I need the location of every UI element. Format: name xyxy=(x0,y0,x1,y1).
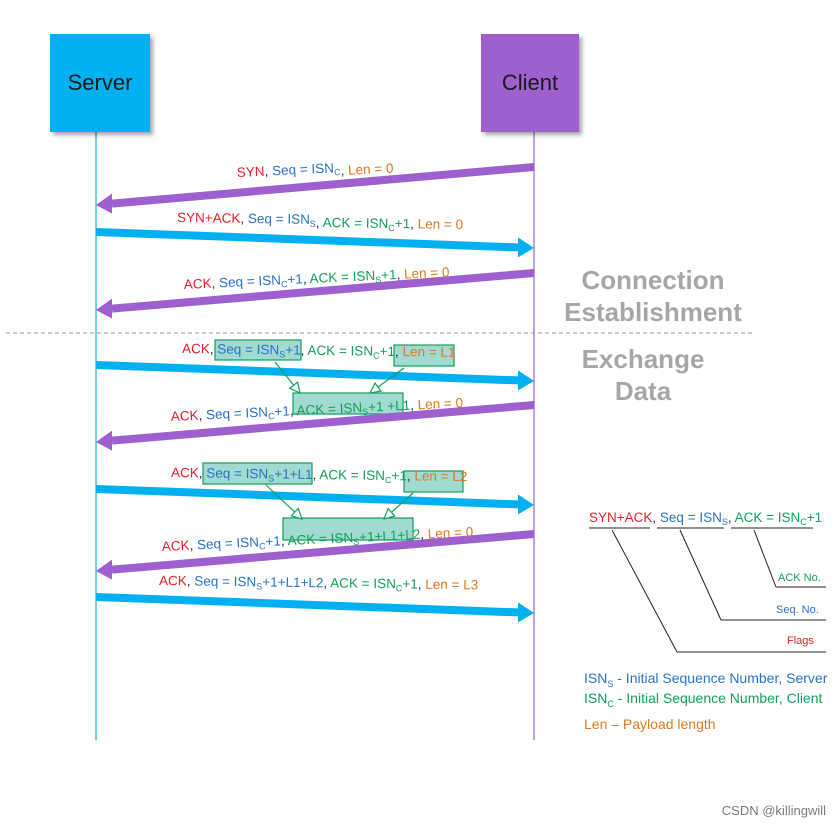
watermark: CSDN @killingwill xyxy=(721,803,826,818)
section-connection-line1: Connection xyxy=(581,265,725,295)
arrow-head xyxy=(518,494,534,515)
server-participant-box: Server xyxy=(50,34,150,132)
message-label-m6: ACK, Seq = ISNS+1+L1, ACK = ISNC+1, Len … xyxy=(171,465,468,486)
section-exchange-line2: Data xyxy=(614,376,672,406)
legend-isnc: ISNC - Initial Sequence Number, Client xyxy=(584,690,823,709)
arrow-shaft xyxy=(111,269,535,313)
message-arrow-m2 xyxy=(95,228,534,258)
section-connection-establishment: Connection Establishment xyxy=(548,264,758,328)
section-connection-line2: Establishment xyxy=(564,297,742,327)
message-arrow-m1 xyxy=(96,163,535,214)
legend-len: Len – Payload length xyxy=(584,716,716,732)
message-label-m1: SYN, Seq = ISNC, Len = 0 xyxy=(236,158,393,183)
message-arrow-m5 xyxy=(96,401,535,451)
message-label-m3: ACK, Seq = ISNC+1, ACK = ISNS+1, Len = 0 xyxy=(183,264,449,294)
message-label-m8: ACK, Seq = ISNS+1+L1+L2, ACK = ISNC+1, L… xyxy=(159,573,478,594)
highlight-len-m6 xyxy=(403,470,464,493)
arrow-shaft xyxy=(95,593,519,617)
pointer-len-to-ack-m7 xyxy=(383,492,414,520)
anatomy-leader-ack xyxy=(753,529,777,588)
message-arrow-m6 xyxy=(95,485,534,515)
arrow-shaft xyxy=(111,401,535,445)
message-arrow-m8 xyxy=(95,593,534,623)
highlight-ack-m5 xyxy=(292,392,404,415)
anatomy-leader-seq xyxy=(679,529,722,621)
anatomy-example-label: SYN+ACK, Seq = ISNS, ACK = ISNC+1 xyxy=(589,510,822,527)
client-label: Client xyxy=(501,70,559,95)
arrow-head xyxy=(518,237,534,258)
message-arrow-m3 xyxy=(96,269,535,319)
section-exchange-line1: Exchange xyxy=(581,344,705,374)
message-arrow-m4 xyxy=(95,361,534,391)
arrow-head xyxy=(96,298,112,319)
anatomy-leader-flags xyxy=(611,529,678,653)
arrow-head xyxy=(96,193,112,214)
anatomy-label-ack: ACK No. xyxy=(778,572,821,584)
client-participant-box: Client xyxy=(481,34,579,132)
highlight-len-m4 xyxy=(393,344,455,367)
arrow-head xyxy=(96,430,112,451)
message-label-m2: SYN+ACK, Seq = ISNS, ACK = ISNC+1, Len =… xyxy=(177,210,463,234)
server-label: Server xyxy=(67,70,133,95)
pointer-seq-to-ack-m7 xyxy=(265,484,303,520)
highlight-ack-m7 xyxy=(282,517,414,541)
anatomy-label-flags: Flags xyxy=(787,635,814,647)
highlight-seq-m4 xyxy=(214,339,302,361)
pointer-len-to-ack-m5 xyxy=(368,367,405,394)
arrow-shaft xyxy=(95,228,519,252)
arrow-head xyxy=(96,559,112,580)
message-label-m7: ACK, Seq = ISNC+1, ACK = ISNS+1+L1+L2, L… xyxy=(161,524,473,556)
highlight-seq-m6 xyxy=(202,462,313,485)
arrow-shaft xyxy=(95,485,519,509)
pointer-seq-to-ack-m5 xyxy=(274,361,301,395)
arrow-head xyxy=(518,602,534,623)
anatomy-label-seq: Seq. No. xyxy=(776,604,819,616)
arrow-shaft xyxy=(95,361,519,385)
arrow-head xyxy=(518,370,534,391)
arrow-shaft xyxy=(111,530,535,574)
message-arrow-m7 xyxy=(96,530,535,580)
arrow-shaft xyxy=(111,163,535,208)
section-exchange-data: Exchange Data xyxy=(538,343,748,407)
message-label-m4: ACK, Seq = ISNS+1, ACK = ISNC+1, Len = L… xyxy=(182,341,456,362)
legend-isns: ISNS - Initial Sequence Number, Server xyxy=(584,670,828,689)
message-label-m5: ACK, Seq = ISNC+1, ACK = ISNS+1 +L1, Len… xyxy=(170,395,463,426)
